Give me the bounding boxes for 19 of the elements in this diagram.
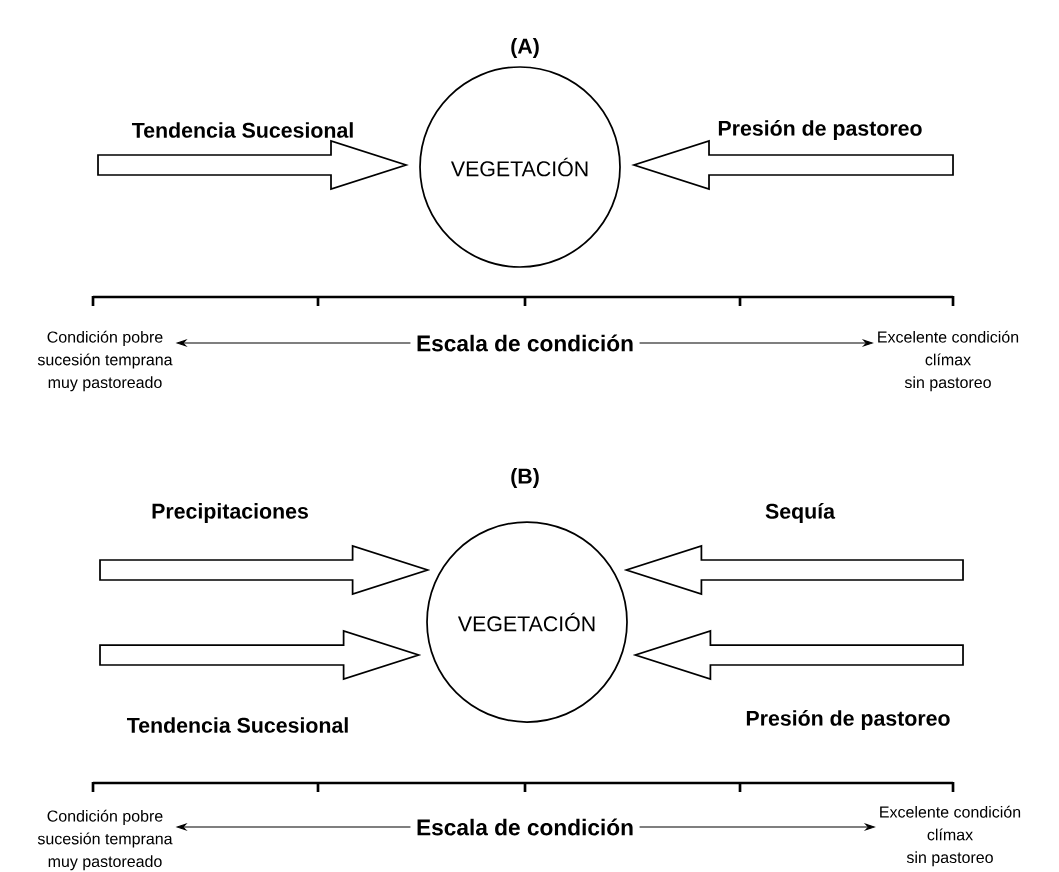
arrow-label: Precipitaciones [152,503,308,523]
arrow-label: Sequía [765,503,836,524]
condition-text: Excelente condición clímax sin pastoreo [880,805,1021,867]
block-arrow [631,139,954,191]
arrow-label: Tendencia Sucesional [132,122,353,138]
arrow-label: Tendencia Sucesional [127,717,348,733]
panel-title: (B) [511,468,539,488]
condition-text: Condición pobre sucesión temprana muy pastoreado [37,330,173,392]
block-arrow [623,544,964,596]
block-arrow [99,629,422,681]
arrow-label: Presión de pastoreo [746,710,950,731]
condition-text: Excelente condición clímax sin pastoreo [878,330,1019,392]
block-arrow [97,139,409,191]
block-arrow [99,544,431,596]
arrow-label: Presión de pastoreo [718,119,922,141]
block-arrow [632,629,964,681]
scale-title: Escala de condición [417,818,633,836]
scale-title: Escala de condición [417,334,633,352]
condition-text: Condición pobre sucesión temprana muy pastoreado [37,809,173,871]
